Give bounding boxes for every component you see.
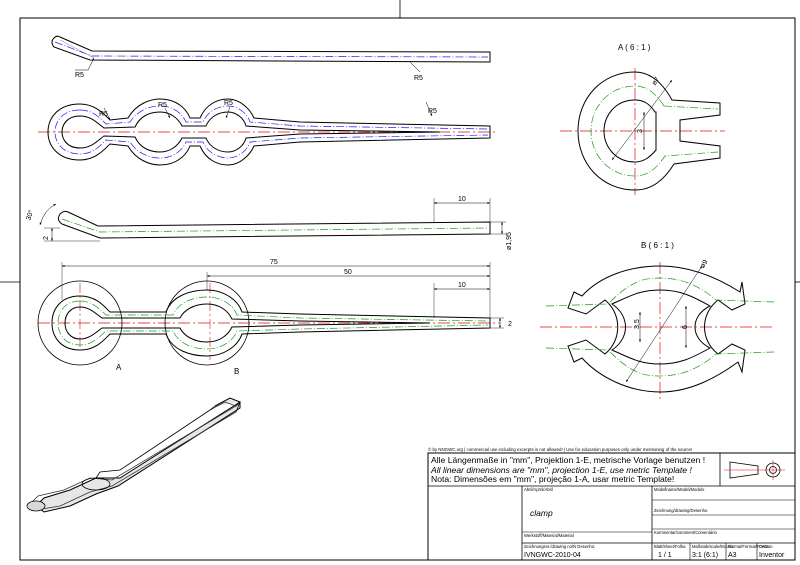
dim-wire-diameter: ø1,95	[506, 232, 513, 250]
detail-b-title: B ( 6 : 1 )	[641, 241, 674, 250]
view-side-dimensioned: 10 30° 2 ø1,95	[24, 196, 513, 250]
drawing-no-value: IVNGWC-2010-04	[524, 552, 581, 559]
detail-label-b: B	[234, 367, 239, 376]
title-value: clamp	[530, 508, 553, 518]
detail-view-b: B ( 6 : 1 ) ø9 3,5 6	[540, 241, 775, 400]
label-material: Werkstoff/Material/Material	[524, 533, 574, 538]
view-plan-dimensioned: A B 75 50 10 2	[37, 259, 512, 376]
projection-symbol	[724, 460, 785, 480]
dim-length-50: 50	[344, 269, 352, 276]
note-english: All linear dimensions are "mm", projecti…	[430, 465, 692, 475]
title-block: © by NNGWC.org | commercial use includin…	[427, 447, 796, 561]
label-drawing-no: Zeichnungsnr./drawing no/N Desenho:	[524, 544, 595, 549]
sheet-value: 1 / 1	[658, 552, 672, 559]
radius-label-mid-3: R5	[224, 100, 233, 107]
dim-end-length: 10	[458, 196, 466, 203]
radius-label-mid-4: R5	[428, 108, 437, 115]
format-value: A3	[728, 552, 737, 559]
drawing-frame	[19, 17, 796, 561]
detail-b-diameter: ø9	[699, 259, 709, 270]
detail-b-width-1: 3,5	[634, 319, 641, 329]
label-drawing: Zeichnung/drawing/Desenho	[654, 508, 708, 513]
radius-label-mid-1: R5	[99, 111, 108, 118]
label-scale: Maßstab/scale/Escala	[692, 544, 734, 549]
detail-label-a: A	[116, 363, 122, 372]
dim-length-10: 10	[458, 282, 466, 289]
radius-label-top-2: R5	[414, 75, 423, 82]
view-top-plan: R5 R5 R5 R5	[38, 98, 495, 166]
dim-height: 2	[43, 236, 50, 240]
label-title: Abril/Aprril/Abril	[524, 487, 553, 492]
radius-label-top-1: R5	[75, 72, 84, 79]
detail-circle-a	[37, 280, 123, 366]
detail-b-width-2: 6	[682, 325, 689, 329]
detail-view-a: A ( 6 : 1 ) ø7 3	[560, 43, 725, 195]
dim-total-length: 75	[270, 259, 278, 266]
cad-value: Inventor	[759, 552, 785, 559]
dim-angle: 30°	[24, 209, 35, 222]
label-sheet: Blatt/sheet/Folha	[654, 544, 686, 549]
scale-value: 3:1 (6:1)	[692, 552, 718, 559]
dim-end-width: 2	[508, 321, 512, 328]
label-cad: CAD	[759, 544, 768, 549]
label-format: Format/Format/Formato	[728, 544, 773, 549]
radius-label-mid-2: R5	[158, 102, 167, 109]
detail-a-height: 3	[637, 129, 644, 133]
note-portuguese: Nota: Dimensões em "mm", projeção 1-A, u…	[431, 474, 674, 484]
copyright-line: © by NNGWC.org | commercial use includin…	[428, 447, 692, 452]
isometric-view	[26, 397, 242, 513]
detail-a-title: A ( 6 : 1 )	[618, 43, 651, 52]
note-german: Alle Längenmaße in "mm", Projektion 1-E,…	[431, 455, 705, 465]
label-model: Modellname/Model/Modelo	[654, 487, 705, 492]
view-top-side: R5 R5	[51, 35, 491, 82]
detail-a-diameter: ø7	[651, 76, 661, 87]
label-comment: Kommentar/comment/Comentário	[654, 530, 718, 535]
